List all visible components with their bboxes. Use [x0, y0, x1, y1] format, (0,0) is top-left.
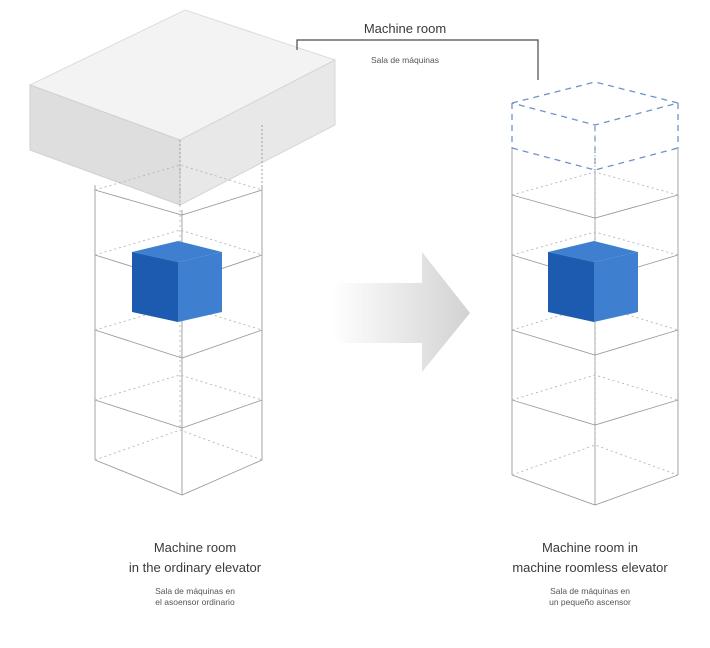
left-cabin-top	[132, 241, 222, 262]
right-cabin-side	[594, 252, 638, 322]
right-caption-line2: machine roomless elevator	[512, 560, 668, 575]
right-cabin-front	[548, 252, 594, 322]
left-subcaption: Sala de máquinas en el asoensor ordinari…	[95, 586, 295, 608]
right-elevator-cabin	[548, 241, 638, 322]
left-machine-room-box	[28, 9, 337, 206]
left-caption-line2: in the ordinary elevator	[128, 560, 262, 575]
right-dashed-machine-room	[511, 81, 681, 171]
left-caption-line1: Machine room	[153, 540, 237, 555]
right-subcaption-line2: un pequeño ascensor	[549, 597, 631, 607]
right-subcaption: Sala de máquinas en un pequeño ascensor	[490, 586, 690, 608]
left-cabin-side	[178, 252, 222, 322]
right-subcaption-line1: Sala de máquinas en	[550, 586, 630, 596]
left-cabin-front	[132, 252, 178, 322]
left-caption: Machine room in the ordinary elevator	[95, 538, 295, 578]
left-elevator-cabin	[132, 241, 222, 322]
right-caption-line1: Machine room in	[541, 540, 639, 555]
top-bracket	[296, 39, 539, 80]
machine-room-title: Machine room	[363, 21, 447, 36]
right-cabin-top	[548, 241, 638, 262]
right-caption: Machine room in machine roomless elevato…	[470, 538, 710, 578]
left-box-side	[179, 59, 336, 206]
machine-room-subtitle: Sala de máquinas	[370, 55, 440, 65]
left-subcaption-line1: Sala de máquinas en	[155, 586, 235, 596]
left-subcaption-line2: el asoensor ordinario	[155, 597, 235, 607]
transition-arrow	[332, 252, 470, 372]
